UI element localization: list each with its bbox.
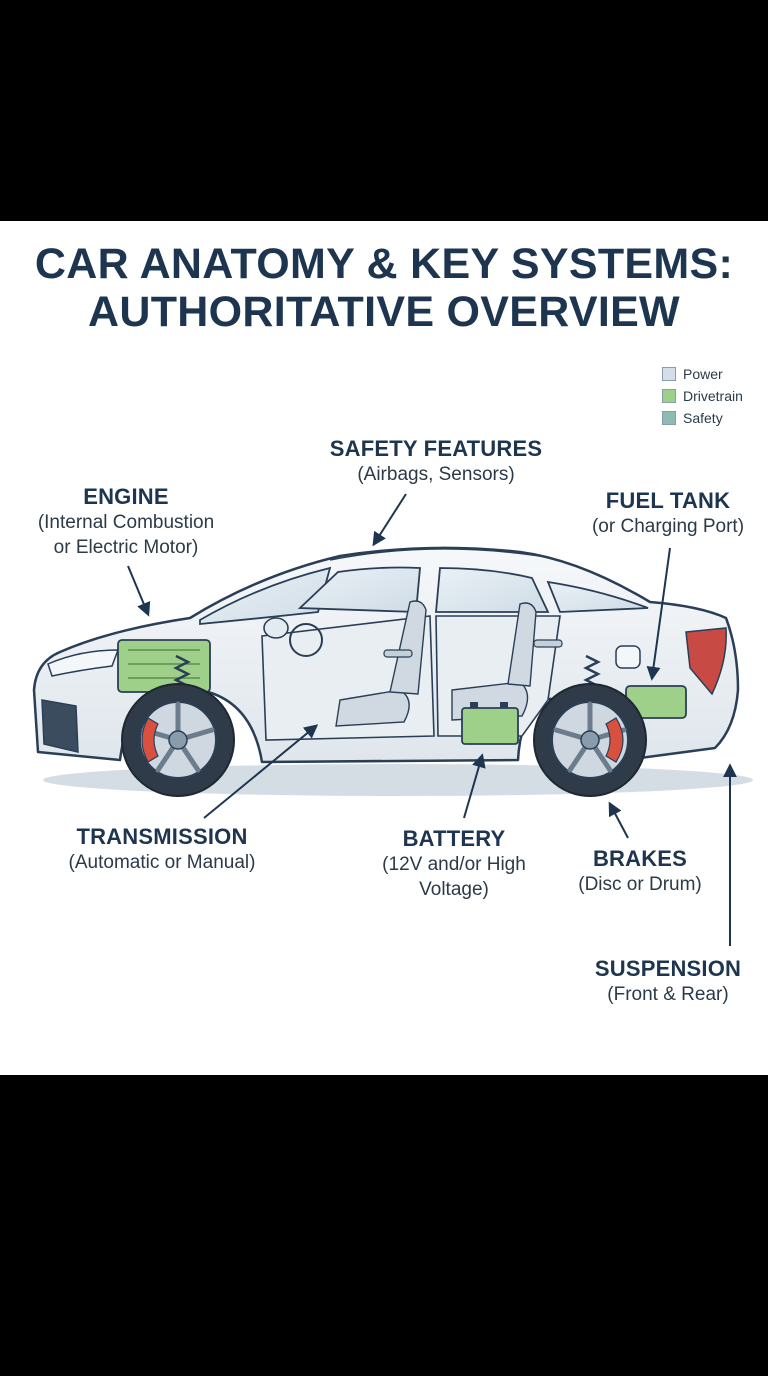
letterbox-top — [0, 0, 768, 221]
legend-swatch-safety — [662, 411, 676, 425]
callout-title: TRANSMISSION — [76, 824, 248, 849]
legend-item-power: Power — [662, 363, 743, 385]
engine-block — [117, 639, 211, 693]
side-mirror — [263, 617, 289, 639]
charging-port-door — [615, 645, 641, 669]
battery-pack — [461, 707, 519, 745]
callout-title: BATTERY — [402, 826, 506, 851]
callout-title: ENGINE — [83, 484, 169, 509]
arrow-battery — [463, 753, 486, 819]
grille — [41, 699, 79, 753]
steering-wheel — [289, 623, 323, 657]
callout-title: BRAKES — [592, 846, 688, 871]
rear-seat-back — [507, 602, 537, 687]
title-line-2: AUTHORITATIVE OVERVIEW — [88, 288, 680, 336]
callout-battery: BATTERY (12V and/or High Voltage) — [366, 826, 542, 902]
callout-description: or Electric Motor) — [53, 537, 199, 558]
callout-title: SAFETY FEATURES — [329, 436, 543, 461]
door-handle-rear — [533, 639, 563, 648]
legend-swatch-power — [662, 367, 676, 381]
headlight — [47, 649, 120, 677]
legend-swatch-drivetrain — [662, 389, 676, 403]
front-brake-caliper — [141, 717, 159, 763]
title-line-1: CAR ANATOMY & KEY SYSTEMS: — [34, 240, 734, 288]
front-seat-back — [389, 600, 427, 695]
battery-terminal-right — [500, 702, 508, 708]
legend-item-safety: Safety — [662, 407, 743, 429]
arrow-fuel — [646, 547, 671, 681]
callout-description: (or Charging Port) — [591, 516, 745, 537]
arrow-safety — [372, 493, 407, 547]
callout-brakes: BRAKES (Disc or Drum) — [560, 846, 720, 897]
front-window — [297, 566, 421, 613]
callout-transmission: TRANSMISSION (Automatic or Manual) — [50, 824, 274, 875]
callout-description: (Automatic or Manual) — [68, 852, 256, 873]
rear-brake-caliper — [605, 717, 624, 763]
callout-safety-features: SAFETY FEATURES (Airbags, Sensors) — [316, 436, 556, 487]
arrow-transmission — [203, 724, 319, 819]
arrow-brakes — [608, 801, 629, 839]
callout-description: (12V and/or High — [382, 854, 526, 875]
legend-item-drivetrain: Drivetrain — [662, 385, 743, 407]
engine-detail — [128, 649, 200, 679]
callout-description: Voltage) — [419, 879, 489, 900]
legend: Power Drivetrain Safety — [662, 363, 743, 429]
rear-windshield — [546, 580, 649, 613]
callout-description: (Airbags, Sensors) — [357, 464, 515, 485]
letterbox-bottom — [0, 1075, 768, 1376]
callout-description: (Front & Rear) — [607, 984, 729, 1005]
callout-title: SUSPENSION — [594, 956, 742, 981]
callout-description: (Internal Combustion — [37, 512, 215, 533]
callout-title: FUEL TANK — [605, 488, 731, 513]
callout-fuel-tank: FUEL TANK (or Charging Port) — [580, 488, 756, 539]
battery-terminal-left — [470, 702, 478, 708]
callout-engine: ENGINE (Internal Combustion or Electric … — [16, 484, 236, 560]
arrow-engine — [127, 565, 151, 617]
rear-wheel — [533, 683, 647, 797]
callout-description: (Disc or Drum) — [578, 874, 702, 895]
tail-light — [685, 627, 727, 696]
legend-label: Power — [683, 366, 723, 382]
roof-line — [329, 548, 541, 561]
door-handle-front — [383, 649, 413, 658]
callout-suspension: SUSPENSION (Front & Rear) — [588, 956, 748, 1007]
rear-window — [435, 567, 550, 613]
legend-label: Drivetrain — [683, 388, 743, 404]
front-wheel — [121, 683, 235, 797]
legend-label: Safety — [683, 410, 723, 426]
